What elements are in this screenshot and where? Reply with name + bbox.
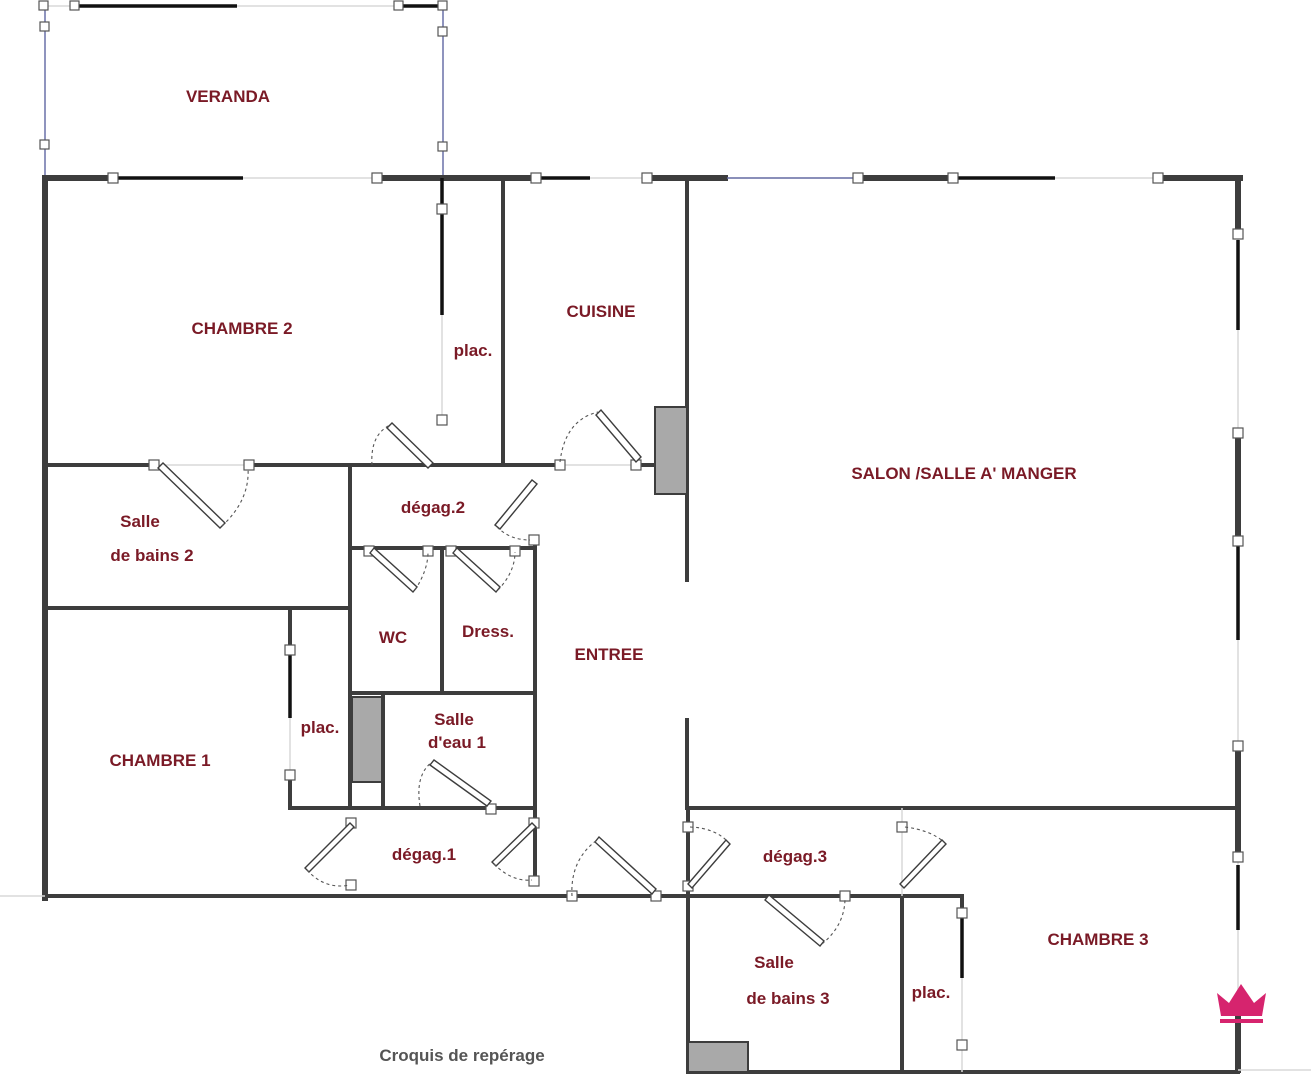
room-label-chambre-2: CHAMBRE 2 xyxy=(191,319,292,338)
room-label-salon: SALON /SALLE A' MANGER xyxy=(851,464,1076,483)
room-label-salle-de-bains-3-line1: Salle xyxy=(754,953,794,972)
room-label-placard-top: plac. xyxy=(454,341,493,360)
room-label-salle-de-bains-3-line2: de bains 3 xyxy=(746,989,829,1008)
room-labels: VERANDA CHAMBRE 2 plac. CUISINE SALON /S… xyxy=(109,87,1148,1008)
room-label-salle-eau-1-line2: d'eau 1 xyxy=(428,733,486,752)
room-label-salle-de-bains-2-line2: de bains 2 xyxy=(110,546,193,565)
veranda-frame xyxy=(38,0,448,178)
room-label-placard-left: plac. xyxy=(301,718,340,737)
room-label-chambre-1: CHAMBRE 1 xyxy=(109,751,210,770)
room-label-entree: ENTREE xyxy=(575,645,644,664)
duct-block xyxy=(687,1041,749,1073)
room-label-placard-right: plac. xyxy=(912,983,951,1002)
shaft-block xyxy=(351,696,383,783)
room-label-chambre-3: CHAMBRE 3 xyxy=(1047,930,1148,949)
room-label-degag-2: dégag.2 xyxy=(401,498,465,517)
crown-icon xyxy=(1217,984,1266,1023)
room-label-wc: WC xyxy=(379,628,407,647)
room-label-degag-3: dégag.3 xyxy=(763,847,827,866)
room-label-salle-de-bains-2-line1: Salle xyxy=(120,512,160,531)
room-label-cuisine: CUISINE xyxy=(567,302,636,321)
room-label-dress: Dress. xyxy=(462,622,514,641)
doors xyxy=(157,408,947,947)
outer-walls xyxy=(0,172,1311,1074)
room-label-degag-1: dégag.1 xyxy=(392,845,456,864)
room-label-veranda: VERANDA xyxy=(186,87,270,106)
plan-caption: Croquis de repérage xyxy=(379,1046,544,1065)
room-label-salle-eau-1-line1: Salle xyxy=(434,710,474,729)
chimney-block xyxy=(654,406,688,495)
technical-blocks xyxy=(351,406,749,1073)
